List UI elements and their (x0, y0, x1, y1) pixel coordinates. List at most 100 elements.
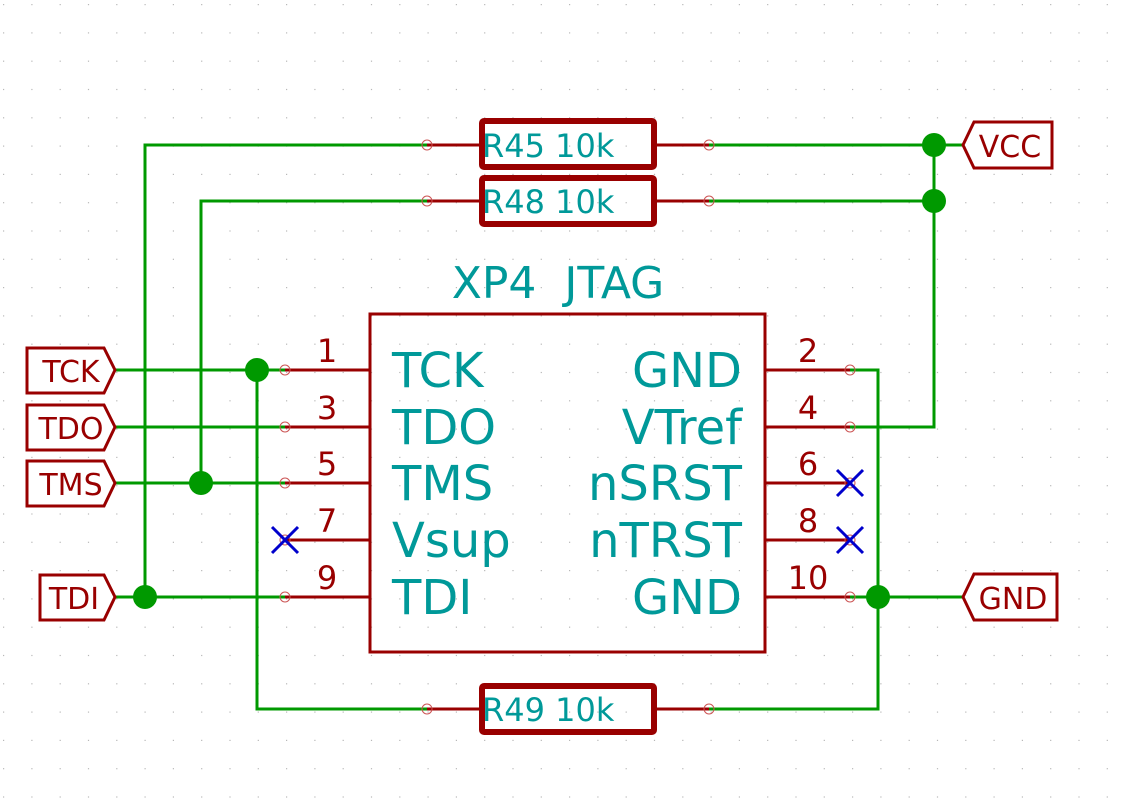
grid-dot (172, 456, 174, 458)
grid-dot (823, 768, 825, 770)
grid-dot (965, 570, 967, 572)
grid-dot (908, 654, 910, 657)
grid-dot (738, 315, 740, 317)
label-tdi[interactable]: TDI (38, 573, 117, 622)
grid-dot (455, 711, 457, 713)
grid-dot (172, 343, 174, 345)
grid-dot (1078, 513, 1080, 515)
grid-dot (625, 315, 627, 317)
grid-dot (738, 541, 740, 543)
grid-dot (625, 428, 627, 430)
grid-dot (653, 428, 656, 430)
wire-gnd-r49[interactable] (707, 368, 880, 711)
grid-dot (399, 60, 401, 62)
label-tck[interactable]: TCK (25, 346, 117, 395)
grid-dot (172, 598, 174, 600)
grid-dot (1050, 541, 1052, 543)
wire-tck-r49[interactable] (255, 368, 429, 711)
grid-dot (993, 88, 995, 91)
grid-dot (201, 32, 203, 34)
grid-dot (87, 230, 90, 232)
grid-dot (880, 400, 882, 402)
grid-dot (87, 570, 90, 572)
grid-dot (936, 768, 939, 770)
grid-dot (314, 117, 316, 119)
grid-dot (512, 258, 514, 260)
grid-dot (116, 400, 118, 402)
grid-dot (936, 117, 939, 119)
grid-dot (540, 315, 542, 317)
grid-dot (1021, 683, 1023, 685)
grid-dot (710, 739, 712, 741)
grid-dot (1106, 32, 1108, 34)
grid-dot (201, 570, 203, 572)
grid-dot (682, 768, 684, 770)
grid-dot (1021, 4, 1023, 6)
grid-dot (852, 4, 854, 6)
grid-dot (116, 88, 118, 91)
label-text: GND (979, 582, 1048, 617)
resistor-r45[interactable]: R45 10k (421, 118, 715, 170)
grid-dot (172, 173, 174, 175)
grid-dot (257, 230, 259, 232)
grid-dot (569, 343, 571, 345)
label-vcc[interactable]: VCC (961, 120, 1054, 170)
grid-dot (852, 202, 854, 204)
wire-vcc-vtref[interactable] (848, 143, 936, 429)
grid-dot (993, 4, 995, 6)
grid-dot (625, 60, 627, 62)
grid-dot (116, 711, 118, 713)
grid-dot (512, 626, 514, 628)
grid-dot (59, 32, 61, 34)
grid-dot (767, 400, 769, 402)
grid-dot (370, 32, 373, 34)
grid-dot (767, 711, 769, 713)
wire-tdi-r45[interactable] (143, 143, 429, 599)
grid-dot (965, 173, 967, 175)
grid-dot (767, 768, 769, 770)
resistor-r48[interactable]: R48 10k (421, 175, 715, 227)
grid-dot (540, 768, 542, 770)
grid-dot (116, 60, 118, 62)
grid-dot (710, 258, 712, 260)
grid-dot (908, 570, 910, 572)
grid-dot (229, 485, 231, 487)
grid-dot (342, 173, 344, 175)
grid-dot (484, 598, 486, 600)
grid-dot (59, 343, 61, 345)
label-gnd[interactable]: GND (961, 572, 1059, 622)
grid-dot (229, 60, 231, 62)
grid-dot (795, 428, 797, 430)
grid-dot (738, 258, 740, 260)
grid-dot (87, 626, 90, 628)
grid-dot (87, 287, 90, 289)
grid-dot (172, 513, 174, 515)
grid-dot (116, 287, 118, 289)
grid-dot (653, 456, 656, 458)
grid-dot (710, 768, 712, 770)
grid-dot (427, 258, 429, 260)
wire-tms-r48[interactable] (199, 199, 429, 485)
grid-dot (965, 4, 967, 6)
grid-dot (31, 570, 33, 572)
label-text: TDI (48, 582, 99, 617)
label-tdo[interactable]: TDO (25, 403, 117, 452)
label-tms[interactable]: TMS (25, 459, 117, 508)
grid-dot (653, 173, 656, 175)
grid-dot (427, 654, 429, 657)
grid-dot (710, 570, 712, 572)
grid-dot (484, 485, 486, 487)
resistor-r49[interactable]: R49 10k (421, 683, 715, 735)
